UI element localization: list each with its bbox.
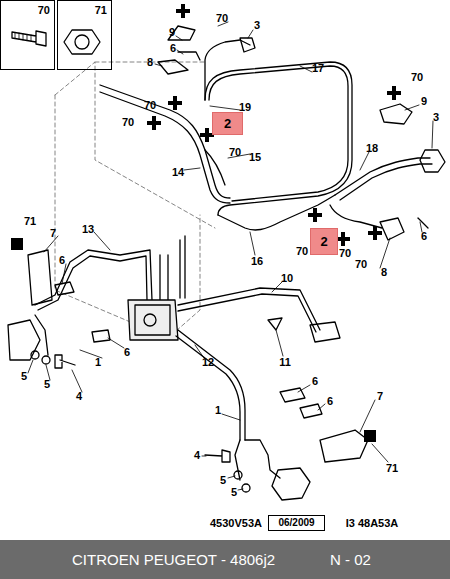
callout-number: 6 — [421, 231, 427, 242]
callout-number: 70 — [355, 259, 367, 270]
fastener-box: 71 — [57, 0, 112, 70]
part-highlight: 2 — [310, 228, 338, 255]
callout-number: 6 — [170, 43, 176, 54]
callout-number: 15 — [249, 152, 261, 163]
callout-number: 17 — [312, 63, 324, 74]
callout-number: 71 — [386, 463, 398, 474]
callout-number: 4 — [194, 450, 200, 461]
callout-number: 11 — [279, 357, 291, 368]
callout-number: 6 — [327, 396, 333, 407]
callout-number: 70 — [144, 100, 156, 111]
callout-number: 3 — [433, 112, 439, 123]
callout-number: 10 — [281, 273, 293, 284]
date-box: 06/2009 — [268, 515, 325, 531]
callout-number: 9 — [421, 96, 427, 107]
callout-number: 6 — [124, 347, 130, 358]
callout-number: 70 — [216, 13, 228, 24]
callout-number: 5 — [231, 487, 237, 498]
callout-number: 4 — [76, 391, 82, 402]
footer-band: CITROEN PEUGEOT - 4806j2 N - 02 — [0, 540, 450, 579]
callout-number: 9 — [169, 27, 175, 38]
node-label: 06/2009 — [278, 518, 314, 528]
node-label: 2 — [224, 117, 231, 130]
callout-number: 14 — [172, 167, 184, 178]
footer-text: CITROEN PEUGEOT - 4806j2 — [72, 552, 275, 567]
callout-number: 70 — [122, 117, 134, 128]
callout-number: 13 — [82, 224, 94, 235]
callout-number: 19 — [239, 102, 251, 113]
callout-number: 70 — [229, 147, 241, 158]
callout-number: 4530V53A — [210, 518, 262, 529]
callout-number: 3 — [254, 20, 260, 31]
part-highlight: 2 — [212, 112, 243, 135]
callout-number: 5 — [44, 379, 50, 390]
callout-number: 70 — [411, 72, 423, 83]
node-label: 70 — [38, 5, 50, 16]
callout-number: 7 — [377, 391, 383, 402]
footer-text: N - 02 — [330, 552, 371, 567]
callout-number: 1 — [95, 357, 101, 368]
fastener-box: 70 — [0, 0, 55, 70]
callout-number: 70 — [339, 248, 351, 259]
callout-number: I3 48A53A — [346, 518, 399, 529]
callout-number: 71 — [24, 216, 36, 227]
callout-number: 6 — [59, 255, 65, 266]
callout-number: 5 — [220, 475, 226, 486]
callout-number: 6 — [312, 376, 318, 387]
callout-number: 70 — [296, 246, 308, 257]
callout-number: 7 — [50, 228, 56, 239]
callout-number: 8 — [147, 57, 153, 68]
callout-number: 18 — [366, 143, 378, 154]
callout-number: 1 — [215, 405, 221, 416]
node-label: 71 — [95, 5, 107, 16]
callout-number: 12 — [202, 357, 214, 368]
node-label: 2 — [320, 235, 327, 248]
callout-number: 16 — [251, 256, 263, 267]
callout-number: 8 — [381, 267, 387, 278]
callout-number: 5 — [21, 371, 27, 382]
